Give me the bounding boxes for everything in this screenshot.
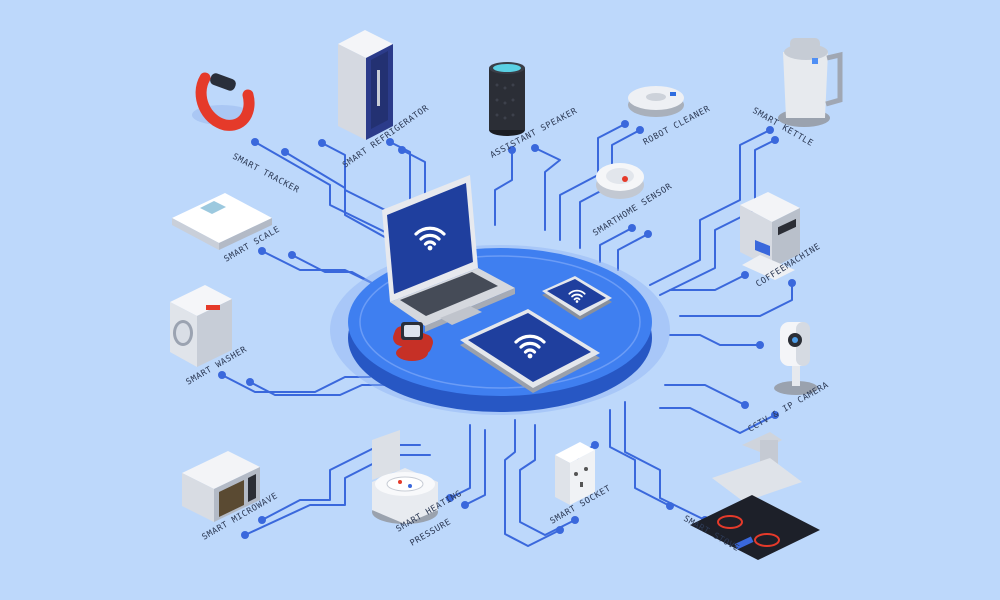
circuit-lines: [218, 120, 796, 547]
smart-refrigerator-device: [338, 30, 393, 140]
laptop: [382, 175, 515, 332]
smart-socket-device: [555, 442, 595, 505]
smart-washer-device: [170, 285, 232, 367]
smart-microwave-device: [182, 451, 260, 522]
label-smart-tracker: SMART TRACKER: [231, 152, 302, 196]
smart-scale-device: [172, 193, 272, 250]
tablet: [460, 309, 600, 393]
smart-tracker-device: [192, 72, 255, 131]
smartphone: [542, 276, 612, 320]
smartwatch: [393, 322, 433, 361]
coffeemachine-device: [740, 192, 800, 280]
cctv-camera-device: [774, 322, 818, 395]
assistant-speaker-device: [489, 62, 525, 136]
smarthome-sensor-device: [596, 163, 644, 199]
smart-kettle-device: [778, 38, 843, 127]
smart-heating-pressure-device: [372, 430, 438, 524]
robot-cleaner-device: [628, 86, 684, 117]
smart-stove-device: [690, 432, 820, 560]
